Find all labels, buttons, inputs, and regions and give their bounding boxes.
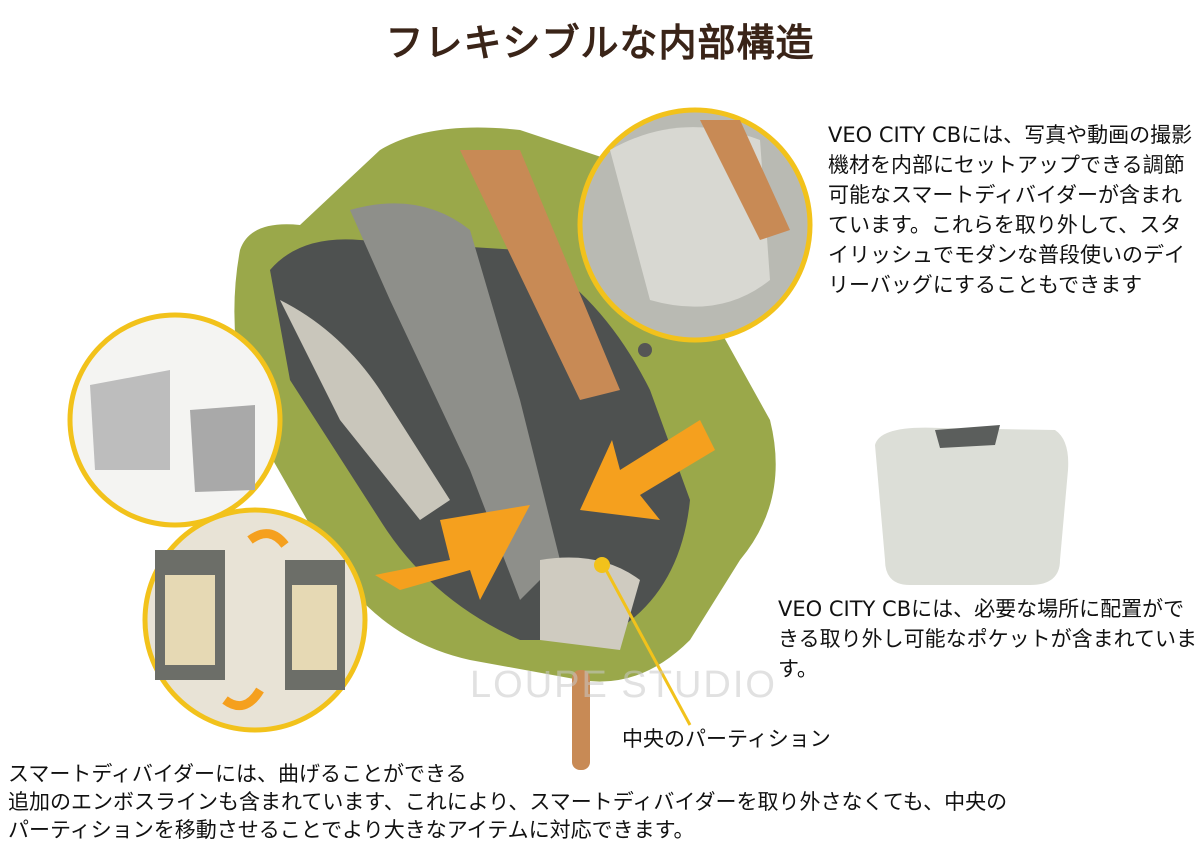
inset-circle-top bbox=[577, 107, 813, 343]
pocket-description: VEO CITY CBには、必要な場所に配置ができる取り外し可能なポケットが含ま… bbox=[778, 597, 1197, 681]
inset-circle-folding bbox=[142, 507, 368, 733]
arrow-left-icon bbox=[580, 420, 715, 520]
inset-circle-dividers bbox=[67, 312, 283, 528]
removable-pocket-image bbox=[875, 425, 1069, 585]
partition-pointer-line bbox=[603, 567, 692, 726]
bottom-description: スマートディバイダーには、曲げることができる 追加のエンボスラインも含まれていま… bbox=[8, 760, 1198, 844]
bottom-line-3: パーティションを移動させることでより大きなアイテムに対応できます。 bbox=[8, 818, 695, 842]
bottom-line-1: スマートディバイダーには、曲げることができる bbox=[8, 762, 467, 786]
dividers-description: VEO CITY CBには、写真や動画の撮影機材を内部にセットアップできる調節可… bbox=[828, 123, 1193, 297]
page-title: フレキシブルな内部構造 bbox=[385, 21, 815, 65]
bottom-line-2: 追加のエンボスラインも含まれています、これにより、スマートディバイダーを取り外さ… bbox=[8, 790, 1008, 814]
watermark: LOUPE STUDIO bbox=[470, 664, 777, 706]
arrow-right-icon bbox=[375, 505, 530, 600]
partition-label: 中央のパーティション bbox=[622, 727, 831, 751]
